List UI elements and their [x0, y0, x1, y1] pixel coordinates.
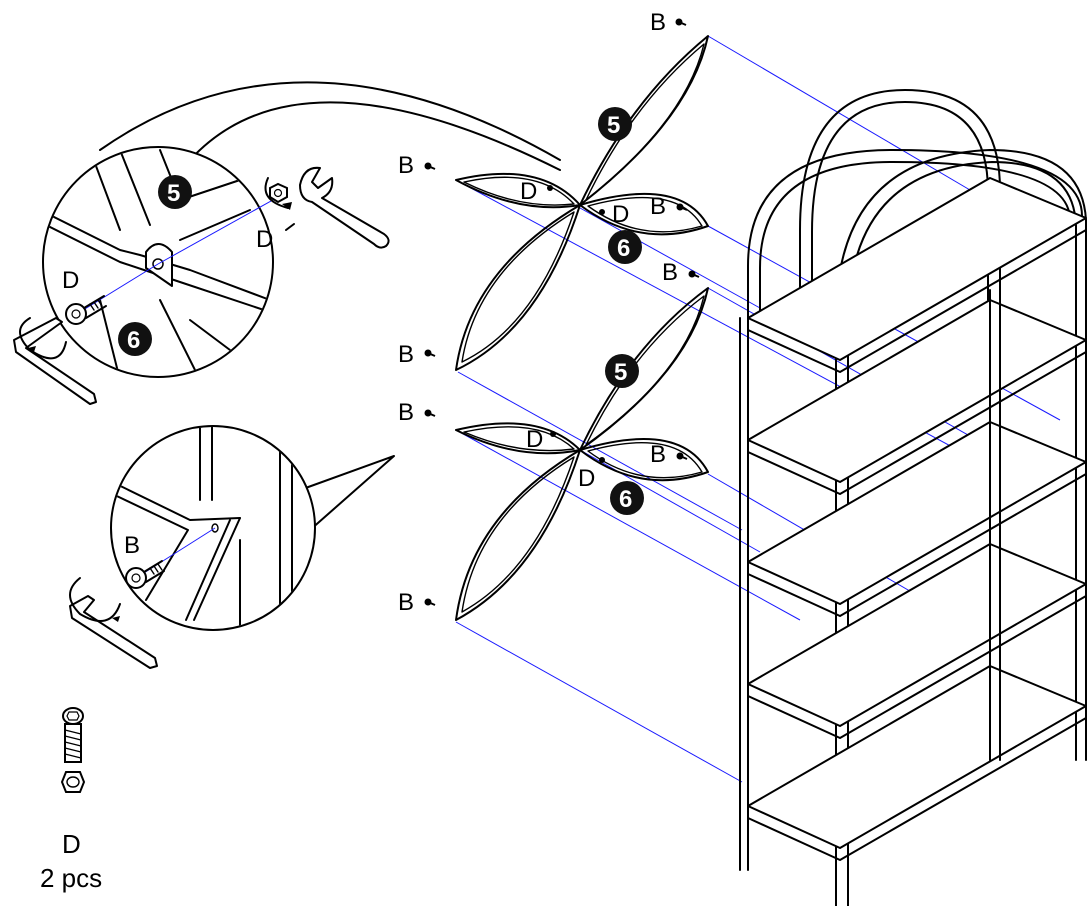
label-b: B	[398, 399, 414, 426]
label-d: D	[520, 178, 537, 205]
label-d: D	[612, 201, 629, 228]
badge-6: 6	[617, 235, 630, 262]
shelf-unit	[739, 89, 1087, 906]
hardware-legend: D 2 pcs	[40, 707, 102, 893]
label-b: B	[398, 589, 414, 616]
bolt-icon	[125, 560, 165, 589]
wrench-icon	[299, 166, 390, 249]
label-d: D	[62, 267, 79, 294]
label-d: D	[256, 226, 273, 253]
label-d: D	[526, 426, 543, 453]
petal-panel-lower	[455, 287, 709, 621]
bolt-icon	[62, 707, 84, 763]
label-b: B	[650, 193, 666, 220]
detail-callout-center-joint: 5 6 D D	[13, 81, 561, 405]
screw-b-markers: B B B B B B B B	[398, 9, 700, 616]
hardware-quantity: 2 pcs	[40, 863, 102, 893]
label-b: B	[650, 9, 666, 36]
allen-key-icon	[13, 317, 97, 405]
alignment-guide-lines	[455, 35, 1061, 783]
bolt-icon	[65, 295, 107, 325]
allen-key-icon	[69, 577, 158, 669]
hex-nut-icon	[269, 182, 288, 204]
hardware-name: D	[62, 829, 81, 859]
badge-6: 6	[127, 327, 140, 354]
badge-6: 6	[619, 486, 632, 513]
hex-nut-icon	[60, 771, 86, 793]
label-b: B	[398, 152, 414, 179]
petal-panel-upper	[455, 35, 709, 371]
label-b: B	[650, 441, 666, 468]
label-d: D	[578, 465, 595, 492]
part-badges: 5 6 5 6	[598, 107, 644, 515]
badge-5: 5	[167, 180, 180, 207]
label-b: B	[124, 532, 140, 559]
detail-callout-screw: B	[69, 425, 395, 669]
label-b: B	[662, 259, 678, 286]
nut-d-markers: D D D D	[520, 178, 629, 492]
label-b: B	[398, 341, 414, 368]
shelf-boards	[747, 177, 1087, 861]
badge-5: 5	[614, 359, 627, 386]
badge-5: 5	[607, 112, 620, 139]
